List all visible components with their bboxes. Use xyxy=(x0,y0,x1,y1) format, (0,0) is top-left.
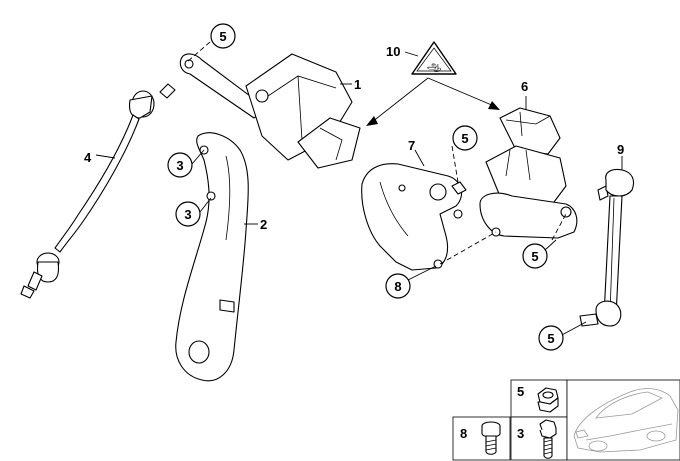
part-2-bracket xyxy=(175,132,249,382)
leader-10 xyxy=(404,51,419,57)
svg-text:5: 5 xyxy=(219,29,226,44)
part-6-sensor xyxy=(479,107,578,239)
hardware-legend-box: 5 8 3 xyxy=(452,379,680,461)
callout-1: 1 xyxy=(354,77,361,92)
callout-4: 4 xyxy=(84,150,92,165)
bolt-8-icon xyxy=(481,421,501,455)
leader-7 xyxy=(414,149,425,167)
svg-text:3: 3 xyxy=(176,158,183,173)
nut-icon xyxy=(537,387,559,413)
callout-8: 8 xyxy=(385,273,411,299)
leader-3-lower xyxy=(199,197,212,213)
callout-7: 7 xyxy=(408,138,415,153)
part-9-link-rod xyxy=(579,168,635,327)
callout-9: 9 xyxy=(617,142,624,157)
car-silhouette-icon xyxy=(573,388,679,453)
dashed-7-to-6 xyxy=(439,231,497,265)
part-7-mount-bracket xyxy=(361,163,467,271)
svg-text:5: 5 xyxy=(547,331,554,346)
leader-8 xyxy=(403,265,437,283)
leader-3-upper xyxy=(191,149,205,165)
legend-bolt8-label: 8 xyxy=(460,426,467,441)
legend-nut-label: 5 xyxy=(517,384,524,399)
part-4-link-rod xyxy=(20,83,176,299)
dashed-5-top xyxy=(186,41,211,63)
callout-5-right: 5 xyxy=(522,243,548,269)
warning-icon-glyph: ஆ xyxy=(427,59,441,72)
part-1-level-sensor xyxy=(179,53,361,169)
svg-text:3: 3 xyxy=(184,207,191,222)
legend-bolt3-label: 3 xyxy=(517,426,524,441)
callout-2: 2 xyxy=(260,217,267,232)
svg-text:5: 5 xyxy=(461,131,468,146)
callout-3-upper: 3 xyxy=(167,152,193,178)
callout-5-mid: 5 xyxy=(452,125,478,151)
svg-text:8: 8 xyxy=(394,279,401,294)
callout-5-top: 5 xyxy=(210,23,236,49)
part-10-warning-label: ஆ xyxy=(411,41,457,75)
leader-4 xyxy=(95,154,116,159)
dashed-5-mid xyxy=(551,213,567,241)
leader-5-right-mid xyxy=(544,239,557,251)
callout-3-lower: 3 xyxy=(175,201,201,227)
bolt-3-icon xyxy=(539,419,557,459)
callout-10: 10 xyxy=(386,44,400,59)
svg-text:5: 5 xyxy=(531,249,538,264)
direction-arrows xyxy=(366,77,500,126)
leader-5-right xyxy=(559,321,587,337)
callout-6: 6 xyxy=(521,79,528,94)
dashed-5-7 xyxy=(451,145,459,183)
callout-5-bottom: 5 xyxy=(538,325,564,351)
